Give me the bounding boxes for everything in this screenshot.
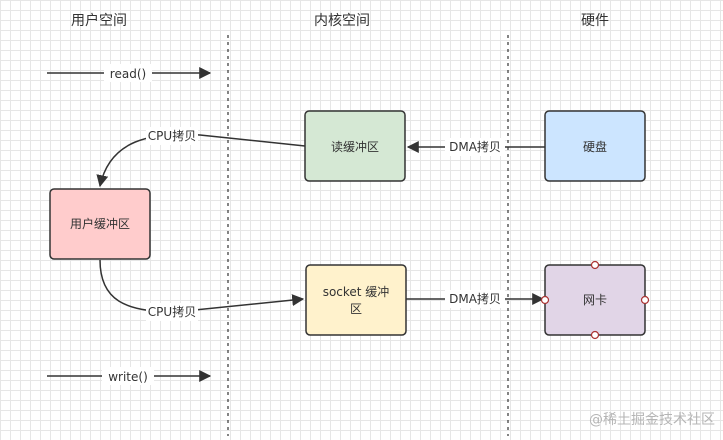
nic-label: 网卡	[583, 293, 607, 307]
cpu-copy-label-top: CPU拷贝	[148, 128, 196, 143]
socket-buffer-label-line1: socket 缓冲	[323, 284, 390, 299]
cpu-copy-arrow-read-to-user-buffer	[96, 133, 306, 188]
nic-handle-left[interactable]	[540, 295, 550, 305]
disk-node: 硬盘	[544, 110, 646, 182]
cpu-copy-arrow-user-to-socket-buffer	[99, 259, 305, 313]
read-buffer-label: 读缓冲区	[331, 139, 379, 154]
disk-label: 硬盘	[583, 139, 607, 154]
write-call-label: write()	[108, 370, 148, 384]
read-call-label: read()	[110, 67, 146, 81]
column-title-kernel-space: 内核空间	[314, 13, 370, 29]
user-buffer-node: 用户缓冲区	[49, 188, 151, 260]
read-buffer-node: 读缓冲区	[304, 110, 406, 182]
user-buffer-label: 用户缓冲区	[70, 216, 130, 231]
cpu-copy-label-bottom: CPU拷贝	[148, 304, 196, 319]
column-title-user-space: 用户空间	[71, 12, 127, 29]
socket-buffer-label-line2: 区	[350, 302, 362, 316]
nic-node[interactable]: 网卡	[540, 260, 650, 340]
nic-handle-bottom[interactable]	[590, 330, 600, 340]
nic-handle-top[interactable]	[590, 260, 600, 270]
dma-copy-label-bottom: DMA拷贝	[449, 291, 501, 306]
column-title-hardware: 硬件	[581, 13, 609, 29]
watermark-text: @稀土掘金技术社区	[589, 412, 715, 428]
dma-copy-label-top: DMA拷贝	[449, 139, 501, 154]
socket-buffer-node: socket 缓冲 区	[305, 264, 407, 336]
nic-handle-right[interactable]	[640, 295, 650, 305]
